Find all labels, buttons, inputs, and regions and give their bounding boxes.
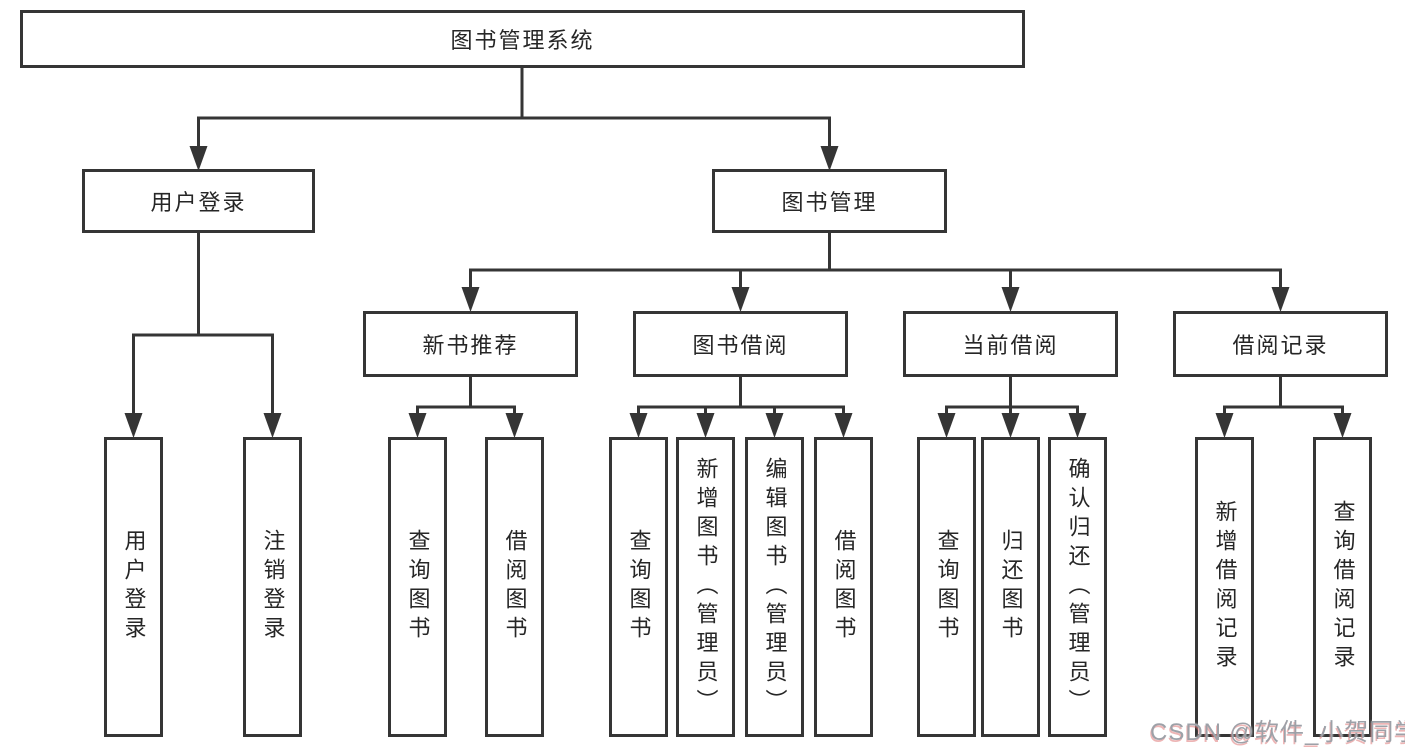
node-root: 图书管理系统 bbox=[20, 10, 1025, 68]
arrowhead-icons bbox=[124, 146, 1352, 438]
node-new-book-recommend: 新书推荐 bbox=[363, 311, 578, 377]
leaf-borrow-books-borrow-label: 借阅图书 bbox=[831, 529, 857, 645]
leaf-query-books-recommend-label: 查询图书 bbox=[405, 529, 431, 645]
leaf-add-borrow-record: 新增借阅记录 bbox=[1195, 437, 1254, 737]
leaf-query-books-borrow-label: 查询图书 bbox=[626, 529, 652, 645]
leaf-query-books-current: 查询图书 bbox=[917, 437, 976, 737]
leaf-add-book-admin-label: 新增图书（管理员） bbox=[693, 456, 719, 718]
node-user-login: 用户登录 bbox=[82, 169, 315, 233]
leaf-user-login: 用户登录 bbox=[104, 437, 163, 737]
leaf-query-books-borrow: 查询图书 bbox=[609, 437, 668, 737]
node-borrow-records-label: 借阅记录 bbox=[1232, 333, 1329, 358]
leaf-query-books-current-label: 查询图书 bbox=[934, 529, 960, 645]
watermark-text: CSDN @软件_小贺同学 bbox=[1150, 719, 1405, 746]
leaf-logout-login-label: 注销登录 bbox=[260, 529, 286, 645]
node-user-login-label: 用户登录 bbox=[150, 190, 247, 215]
leaf-edit-book-admin-label: 编辑图书（管理员） bbox=[762, 456, 788, 718]
node-root-label: 图书管理系统 bbox=[450, 28, 595, 53]
node-new-book-recommend-label: 新书推荐 bbox=[422, 333, 519, 358]
leaf-borrow-books-recommend-label: 借阅图书 bbox=[502, 529, 528, 645]
leaf-user-login-label: 用户登录 bbox=[121, 529, 147, 645]
leaf-query-borrow-record-label: 查询借阅记录 bbox=[1330, 500, 1356, 674]
node-book-management-label: 图书管理 bbox=[781, 190, 878, 215]
node-book-management: 图书管理 bbox=[712, 169, 947, 233]
leaf-add-book-admin: 新增图书（管理员） bbox=[676, 437, 735, 737]
leaf-return-book: 归还图书 bbox=[981, 437, 1040, 737]
leaf-confirm-return-admin-label: 确认归还（管理员） bbox=[1065, 456, 1091, 718]
node-borrow-records: 借阅记录 bbox=[1173, 311, 1388, 377]
leaf-edit-book-admin: 编辑图书（管理员） bbox=[745, 437, 804, 737]
leaf-borrow-books-borrow: 借阅图书 bbox=[814, 437, 873, 737]
node-book-borrow: 图书借阅 bbox=[633, 311, 848, 377]
node-current-borrow: 当前借阅 bbox=[903, 311, 1118, 377]
leaf-logout-login: 注销登录 bbox=[243, 437, 302, 737]
leaf-return-book-label: 归还图书 bbox=[998, 529, 1024, 645]
leaf-add-borrow-record-label: 新增借阅记录 bbox=[1212, 500, 1238, 674]
leaf-borrow-books-recommend: 借阅图书 bbox=[485, 437, 544, 737]
leaf-query-books-recommend: 查询图书 bbox=[388, 437, 447, 737]
leaf-confirm-return-admin: 确认归还（管理员） bbox=[1048, 437, 1107, 737]
node-book-borrow-label: 图书借阅 bbox=[692, 333, 789, 358]
node-current-borrow-label: 当前借阅 bbox=[962, 333, 1059, 358]
leaf-query-borrow-record: 查询借阅记录 bbox=[1313, 437, 1372, 737]
